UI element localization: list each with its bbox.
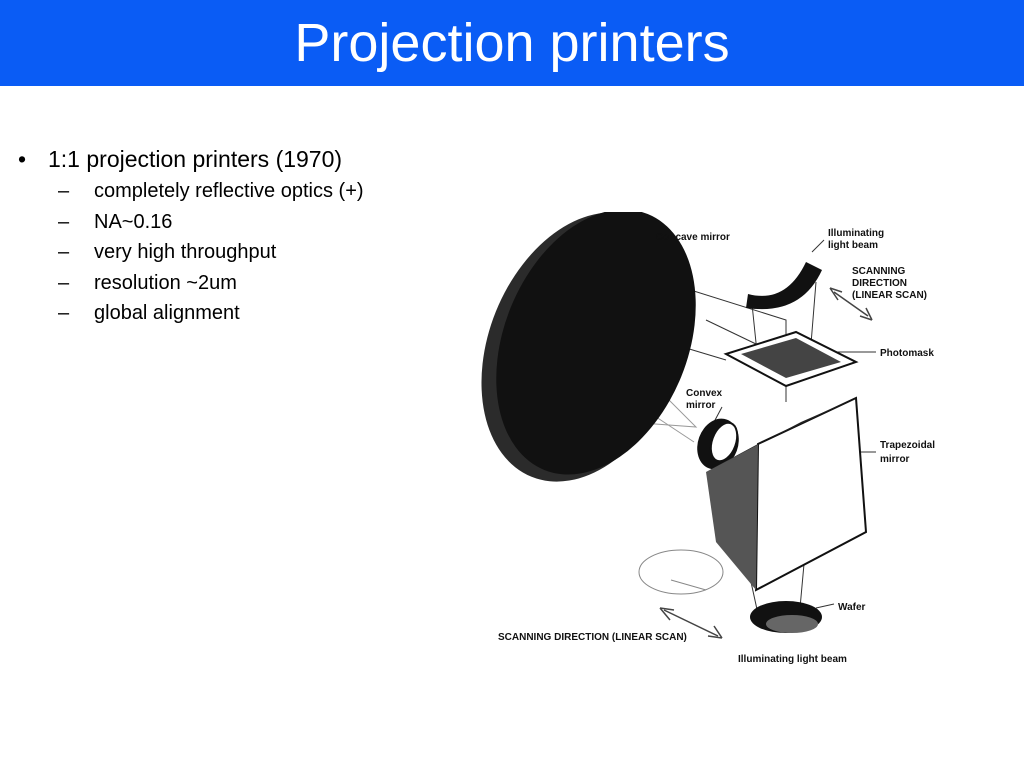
sub-bullet-item: – NA~0.16 xyxy=(18,207,458,238)
scan-arrow-bottom xyxy=(659,607,723,639)
wafer xyxy=(750,601,822,633)
bullet-list: • 1:1 projection printers (1970) – compl… xyxy=(18,142,458,329)
sub-bullet-text: completely reflective optics (+) xyxy=(94,180,364,202)
label-illuminating-beam-top: Illuminating xyxy=(828,228,884,239)
label-convex-mirror-2: mirror xyxy=(686,400,716,411)
leader-line xyxy=(815,603,835,609)
sub-bullet-text: resolution ~2um xyxy=(94,271,237,294)
bullet-item: • 1:1 projection printers (1970) xyxy=(18,142,458,176)
scan-arrow-top xyxy=(829,287,873,321)
label-illuminating-beam-top-2: light beam xyxy=(828,240,878,251)
trapezoidal-mirror xyxy=(706,396,868,592)
label-wafer: Wafer xyxy=(838,602,866,613)
wafer-outline-line xyxy=(670,579,707,591)
optics-illustration: Concave mirror Illuminating light beam S… xyxy=(481,209,935,665)
bullet-text: 1:1 projection printers (1970) xyxy=(48,146,343,172)
sub-bullet-item: – resolution ~2um xyxy=(18,268,458,299)
bullet-marker: • xyxy=(18,146,27,172)
light-source-top xyxy=(746,262,822,310)
label-convex-mirror: Convex xyxy=(686,388,723,399)
label-direction-top: DIRECTION xyxy=(852,278,907,289)
dash-marker: – xyxy=(58,210,70,233)
label-trapezoidal-mirror: Trapezoidal xyxy=(880,440,935,451)
sub-bullet-text: very high throughput xyxy=(94,241,277,263)
dash-marker: – xyxy=(58,241,70,263)
projection-printer-diagram: Concave mirror Illuminating light beam S… xyxy=(456,209,976,682)
wafer-outline xyxy=(638,549,724,595)
label-illuminating-beam-bottom: Illuminating light beam xyxy=(738,654,847,665)
leader-line xyxy=(713,406,723,423)
dash-marker: – xyxy=(58,302,70,324)
label-linear-scan-top: (LINEAR SCAN) xyxy=(852,290,927,301)
slide-title: Projection printers xyxy=(294,13,730,73)
sub-bullet-item: – very high throughput xyxy=(18,237,458,268)
label-trapezoidal-mirror-2: mirror xyxy=(880,454,910,465)
leader-line xyxy=(811,239,825,253)
label-scanning-bottom: SCANNING DIRECTION (LINEAR SCAN) xyxy=(498,632,687,643)
light-path-line xyxy=(705,319,757,345)
photomask xyxy=(723,330,859,388)
label-scanning-top: SCANNING xyxy=(852,266,906,277)
concave-mirror xyxy=(481,209,696,482)
dash-marker: – xyxy=(58,271,70,294)
sub-bullet-text: NA~0.16 xyxy=(94,210,173,233)
title-bar: Projection printers xyxy=(0,0,1024,86)
convex-mirror xyxy=(697,418,739,470)
label-photomask: Photomask xyxy=(880,348,934,359)
label-concave-mirror: Concave mirror xyxy=(656,232,730,243)
sub-bullet-item: – completely reflective optics (+) xyxy=(18,176,458,207)
sub-bullet-item: – global alignment xyxy=(18,298,458,329)
sub-bullet-text: global alignment xyxy=(94,302,240,324)
dash-marker: – xyxy=(58,180,70,202)
